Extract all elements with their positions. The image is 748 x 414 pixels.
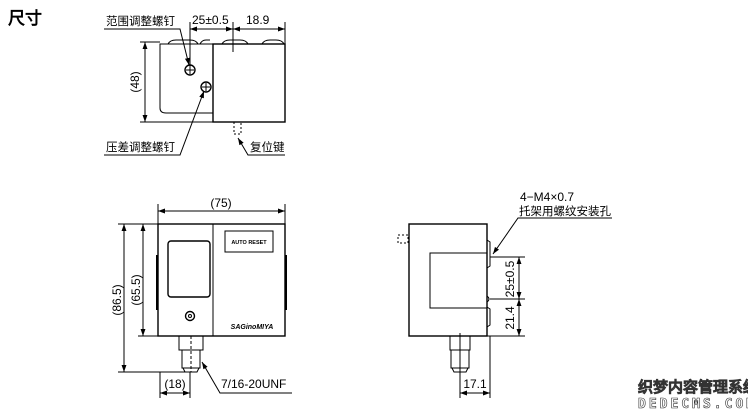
side-view: 25±0.5 21.4 17.1 4−M4×0.7 托架用螺纹安装孔 — [397, 190, 612, 398]
top-view: 25±0.5 18.9 (48) 范围调整螺钉 压差调整螺钉 复位键 — [104, 13, 286, 156]
dim-front-width: (75) — [210, 196, 231, 210]
dim-top-width-b: 18.9 — [246, 13, 270, 27]
side-window — [429, 252, 487, 309]
brand-logo: SAGinoMIYA — [231, 324, 274, 331]
pressure-fitting — [178, 335, 204, 373]
side-body — [408, 223, 488, 337]
front-view: AUTO RESET SAGinoMIYA (75) (86.5) (65.5)… — [110, 196, 292, 398]
dim-top-width-a: 25±0.5 — [192, 13, 229, 27]
range-screw-label: 范围调整螺钉 — [106, 14, 175, 28]
mount-hole-spec: 4−M4×0.7 — [520, 190, 574, 204]
watermark-line1: 织梦内容管理系统 — [638, 378, 748, 396]
side-reset-key-icon — [397, 234, 409, 244]
page-title: 尺寸 — [8, 8, 42, 29]
front-screw-icon — [184, 310, 196, 322]
dim-front-body-height: (65.5) — [129, 274, 143, 305]
watermark-line2: DEDECMS.COM — [638, 397, 748, 412]
top-view-right-body — [212, 43, 286, 123]
nameplate-text: AUTO RESET — [231, 240, 267, 246]
dim-depth: 17.1 — [463, 377, 487, 391]
thread-label: 7/16-20UNF — [221, 377, 286, 391]
side-fitting — [449, 333, 471, 398]
dim-hole-pitch: 25±0.5 — [503, 260, 517, 297]
dim-hole-bottom: 21.4 — [503, 306, 517, 330]
nameplate — [224, 230, 274, 253]
dim-front-total-height: (86.5) — [110, 284, 124, 315]
dim-fitting: (18) — [164, 377, 185, 391]
reset-key-icon — [233, 121, 242, 135]
diff-adjust-screw-icon — [200, 81, 212, 93]
diff-screw-label: 压差调整螺钉 — [106, 140, 175, 154]
dim-top-height: (48) — [128, 71, 142, 92]
front-window — [167, 240, 211, 298]
top-view-left-body — [159, 43, 214, 114]
mount-hole-label: 托架用螺纹安装孔 — [519, 204, 611, 218]
reset-key-label: 复位键 — [250, 140, 285, 154]
